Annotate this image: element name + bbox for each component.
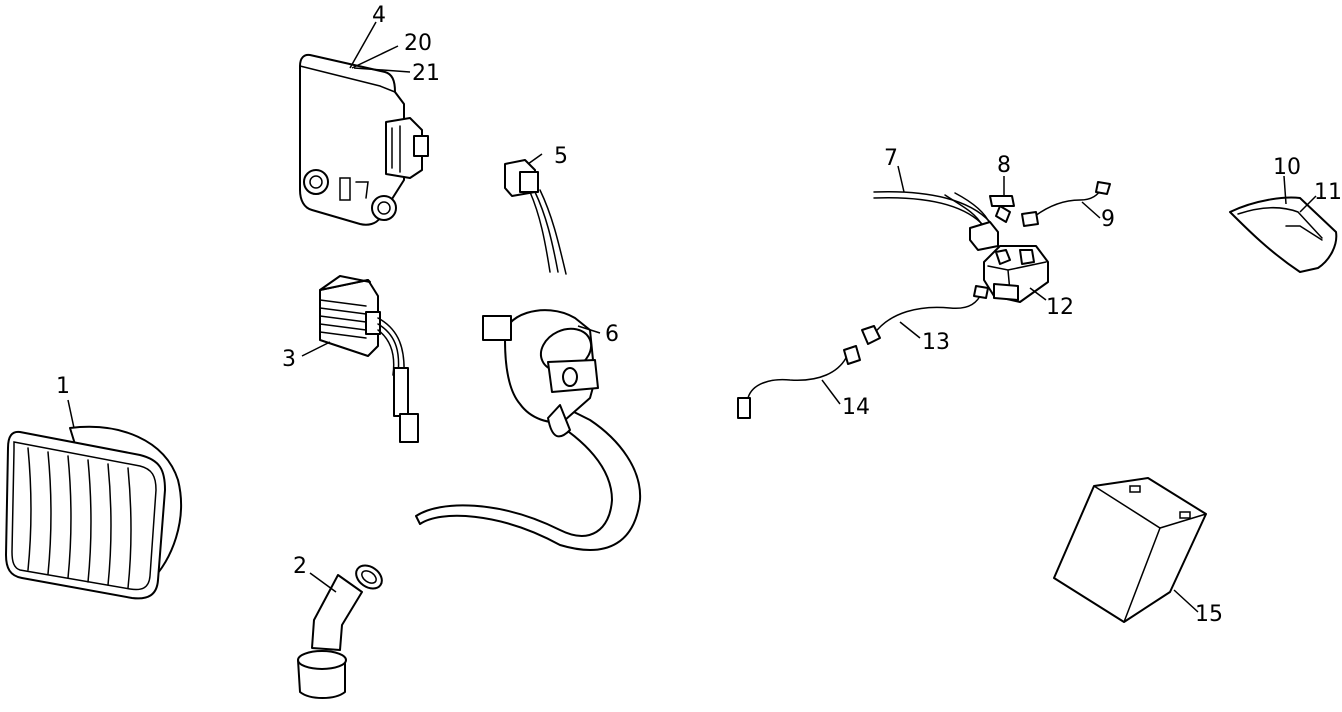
- callout-4: 4: [372, 3, 386, 28]
- callout-10: 10: [1273, 155, 1301, 180]
- part-9-lead: [1021, 181, 1111, 227]
- part-2-spark-plug-cap: [297, 564, 383, 699]
- callout-3: 3: [282, 347, 296, 372]
- callout-9: 9: [1101, 207, 1115, 232]
- callout-labels: 1 2 3 4 20 21 5 6 7 8 9 10 11 12 13 14 1…: [56, 3, 1342, 627]
- callout-13: 13: [922, 330, 950, 355]
- part-12-relay: [983, 245, 1049, 303]
- part-4-cdi-unit: [299, 53, 429, 226]
- part-10-cover: [1229, 196, 1338, 273]
- part-15-battery: [1053, 477, 1207, 623]
- callout-6: 6: [605, 322, 619, 347]
- part-3-regulator: [319, 275, 419, 443]
- part-6-ignition-coil: [415, 309, 642, 551]
- part-14-lead: [737, 345, 861, 419]
- callout-7: 7: [884, 146, 898, 171]
- part-13-lead: [861, 285, 989, 345]
- callout-12: 12: [1046, 295, 1074, 320]
- part-7-harness: [873, 191, 999, 251]
- callout-15: 15: [1195, 602, 1223, 627]
- callout-20: 20: [404, 31, 432, 56]
- callout-2: 2: [293, 554, 307, 579]
- callout-21: 21: [412, 61, 440, 86]
- callout-5: 5: [554, 144, 568, 169]
- callout-8: 8: [997, 153, 1011, 178]
- leader-lines: [67, 21, 1317, 613]
- callout-1: 1: [56, 374, 70, 399]
- part-5-connector: [504, 159, 567, 275]
- part-1-headlight: [5, 425, 182, 600]
- callout-11: 11: [1314, 180, 1342, 205]
- part-8-fuse: [989, 195, 1015, 223]
- callout-14: 14: [842, 395, 870, 420]
